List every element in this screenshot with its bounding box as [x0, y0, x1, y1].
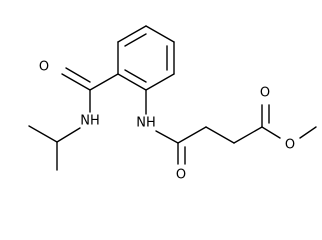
bond-carbonyl-o-1	[61, 73, 91, 91]
bonds	[28, 25, 317, 171]
bond-ring-inner-double-1	[124, 33, 147, 47]
atom-nh-anilide: NH	[136, 116, 156, 131]
bond-ring-to-carbonyl	[89, 73, 119, 91]
bond-carbonyl-o-2	[65, 67, 91, 83]
bond-ring-inner-double-3	[124, 69, 147, 83]
atom-labels: O NH NH O O O	[39, 60, 295, 183]
bond-ch2-to-ester-c	[233, 126, 263, 144]
atom-o-amide-bottom: O	[176, 168, 186, 183]
atom-o-ester-methoxy: O	[285, 138, 295, 153]
bond-nh-to-amide-c	[155, 130, 179, 144]
atom-nh-isopropyl: NH	[80, 114, 100, 129]
bond-ring-c1-c2	[117, 25, 147, 43]
bond-nh-to-ch	[56, 127, 81, 143]
bond-amide-c-to-ch2	[177, 126, 207, 144]
bond-ch-to-methyl-a	[28, 125, 58, 143]
bond-ch2-to-ch2	[205, 126, 235, 144]
bond-ring-c2-c3	[145, 25, 175, 43]
bond-ring-c5-c6	[117, 73, 147, 91]
bond-ester-c-to-methoxy-o	[261, 126, 281, 139]
molecule-structure: O NH NH O O O	[28, 25, 317, 183]
bond-methoxy-o-to-methyl	[299, 126, 317, 139]
atom-o-amide-top: O	[39, 60, 49, 75]
bond-ring-c4-c5	[145, 73, 175, 91]
atom-o-ester-carbonyl: O	[260, 86, 270, 101]
